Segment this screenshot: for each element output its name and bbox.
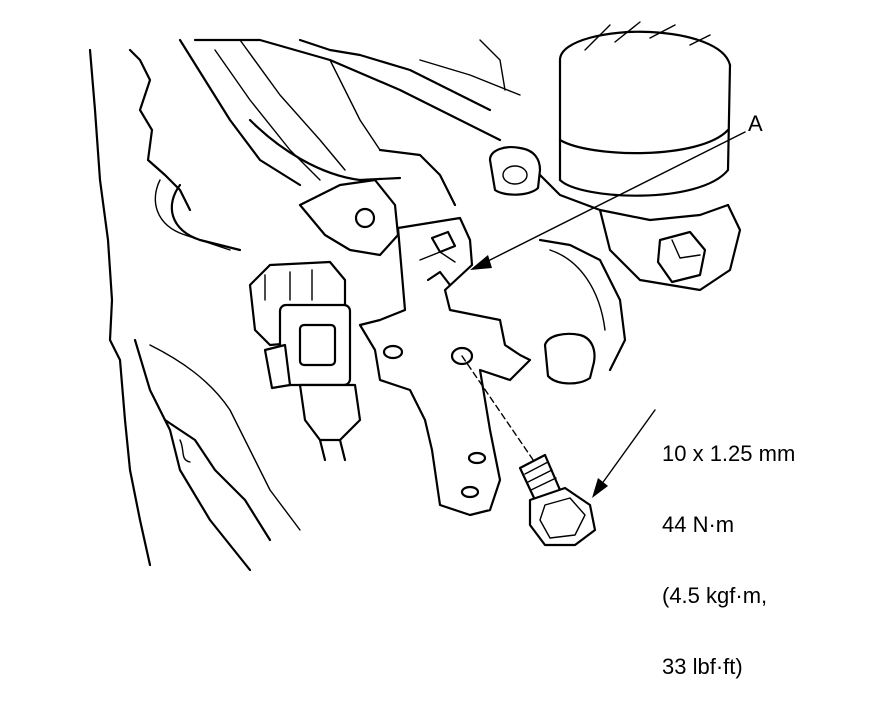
torque-lbfft-text: 33 lbf·ft): [662, 654, 743, 679]
engine-bracket-drawing: [88, 21, 746, 572]
diagram-canvas: [88, 21, 746, 572]
throttle-body: [538, 21, 742, 372]
upper-housing: [193, 38, 521, 207]
right-nut: [656, 230, 707, 284]
bolt-torque-spec: 10 x 1.25 mm 44 N·m (4.5 kgf·m, 33 lbf·f…: [662, 394, 795, 702]
bolt-size-text: 10 x 1.25 mm: [662, 441, 796, 466]
callout-a-label: A: [748, 111, 763, 136]
engine-block-left: [88, 38, 302, 572]
upper-bolt-head: [488, 146, 542, 196]
bracket-bolt: [461, 355, 597, 547]
mid-bolt-head: [543, 332, 596, 385]
sensor-connector: [248, 260, 362, 462]
callout-a-leader: [470, 131, 746, 270]
torque-kgfm-text: (4.5 kgf·m,: [662, 583, 768, 608]
bolt-spec-leader: [592, 409, 656, 498]
torque-nm-text: 44 N·m: [662, 512, 735, 537]
upper-bracket-tab: [298, 178, 400, 257]
mounting-bracket: [358, 216, 532, 517]
